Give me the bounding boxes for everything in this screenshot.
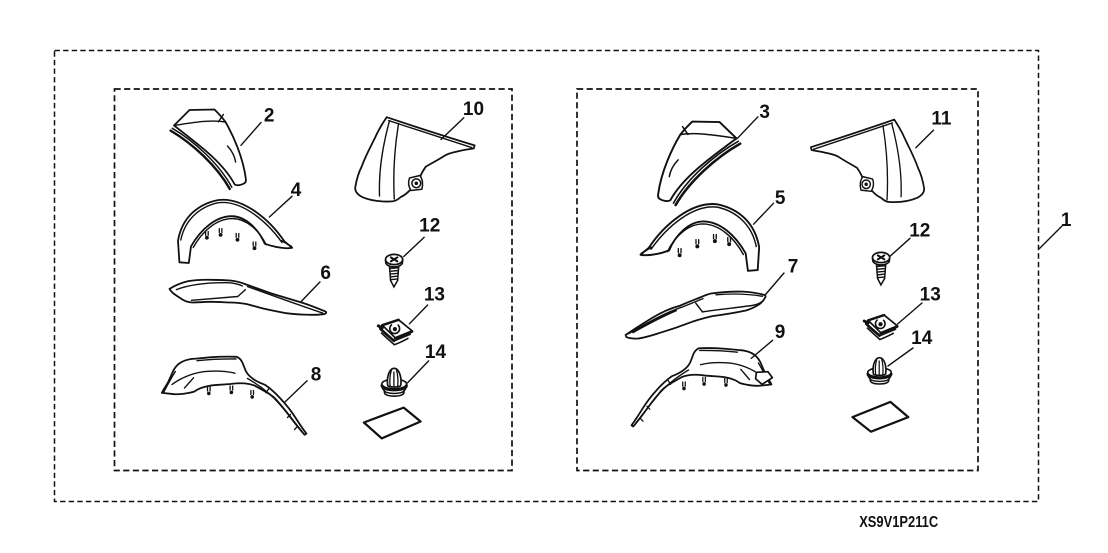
svg-text:13: 13 [424, 285, 445, 306]
svg-text:6: 6 [320, 263, 331, 284]
svg-text:10: 10 [463, 99, 484, 120]
svg-text:12: 12 [909, 221, 930, 242]
svg-text:1: 1 [1061, 210, 1072, 231]
svg-text:14: 14 [911, 328, 933, 349]
svg-text:2: 2 [264, 106, 275, 127]
svg-text:8: 8 [311, 365, 322, 386]
svg-text:3: 3 [759, 102, 770, 123]
svg-text:9: 9 [775, 322, 786, 343]
svg-text:5: 5 [775, 188, 786, 209]
svg-text:XS9V1P211C: XS9V1P211C [859, 514, 938, 531]
svg-text:4: 4 [291, 180, 302, 201]
svg-text:14: 14 [425, 342, 447, 363]
svg-text:12: 12 [419, 216, 440, 237]
svg-text:11: 11 [931, 109, 952, 130]
svg-text:7: 7 [788, 257, 799, 278]
svg-text:13: 13 [920, 285, 941, 306]
